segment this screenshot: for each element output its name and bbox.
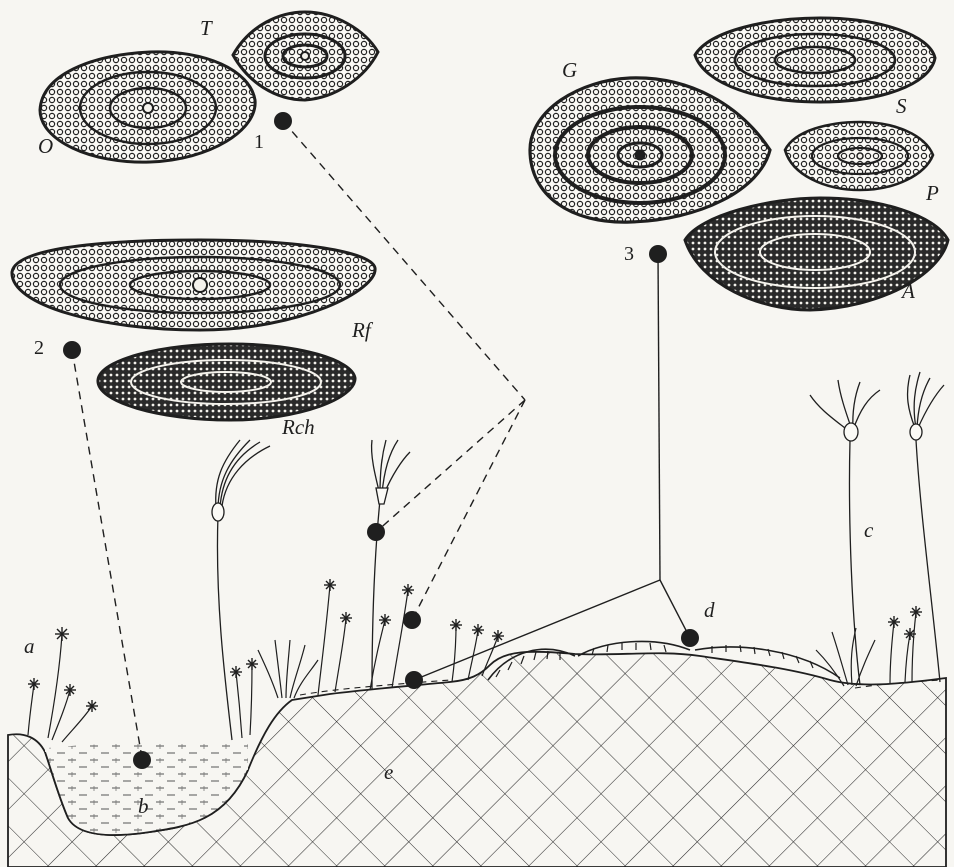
taxon-label-A: A bbox=[902, 281, 915, 302]
taxon-label-O: O bbox=[38, 136, 53, 157]
sample-number-1: 1 bbox=[254, 132, 264, 152]
taxon-label-P: P bbox=[926, 183, 939, 204]
taxon-label-S: S bbox=[896, 96, 907, 117]
foram-S bbox=[695, 18, 935, 102]
taxon-label-Rf: Rf bbox=[352, 320, 371, 341]
foram-sections bbox=[12, 12, 948, 420]
sample-number-2: 2 bbox=[34, 338, 44, 358]
sample-3-lines bbox=[414, 254, 690, 680]
foram-G bbox=[530, 78, 770, 222]
zone-label-c: c bbox=[864, 520, 873, 541]
zone-label-e: e bbox=[384, 762, 393, 783]
foram-Rch bbox=[98, 344, 355, 420]
zone-label-d: d bbox=[704, 600, 715, 621]
taxon-label-G: G bbox=[562, 60, 577, 81]
sample-number-3: 3 bbox=[624, 244, 634, 264]
taxon-label-T: T bbox=[200, 18, 212, 39]
zone-label-a: a bbox=[24, 636, 35, 657]
zone-label-b: b bbox=[138, 796, 149, 817]
taxon-label-Rch: Rch bbox=[282, 417, 315, 438]
